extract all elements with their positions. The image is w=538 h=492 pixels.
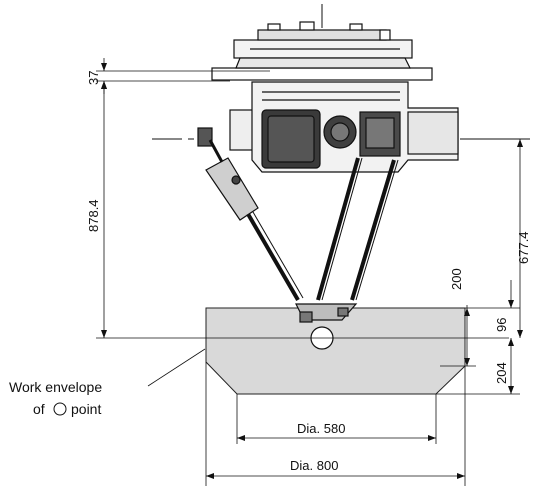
dim-total-height: 878.4	[86, 199, 101, 232]
dim-flange-thickness: 37	[86, 71, 101, 85]
robot-arms	[197, 127, 399, 323]
dimension-lines	[96, 58, 521, 486]
dim-dia-inner: Dia. 580	[297, 421, 345, 436]
dim-envelope-lower: 204	[494, 362, 509, 384]
annotation-line-1: Work envelope	[9, 379, 102, 395]
annotation-of: of	[33, 401, 45, 417]
dim-dia-outer: Dia. 800	[290, 458, 338, 473]
robot-housing	[229, 81, 459, 173]
arrowheads	[101, 63, 523, 479]
work-envelope	[205, 307, 466, 395]
point-symbol-icon	[53, 402, 67, 416]
dim-envelope-upper: 200	[449, 268, 464, 290]
dim-envelope-mid: 96	[494, 318, 509, 332]
annotation-point: point	[71, 401, 101, 417]
dim-stroke-height: 677.4	[516, 231, 531, 264]
